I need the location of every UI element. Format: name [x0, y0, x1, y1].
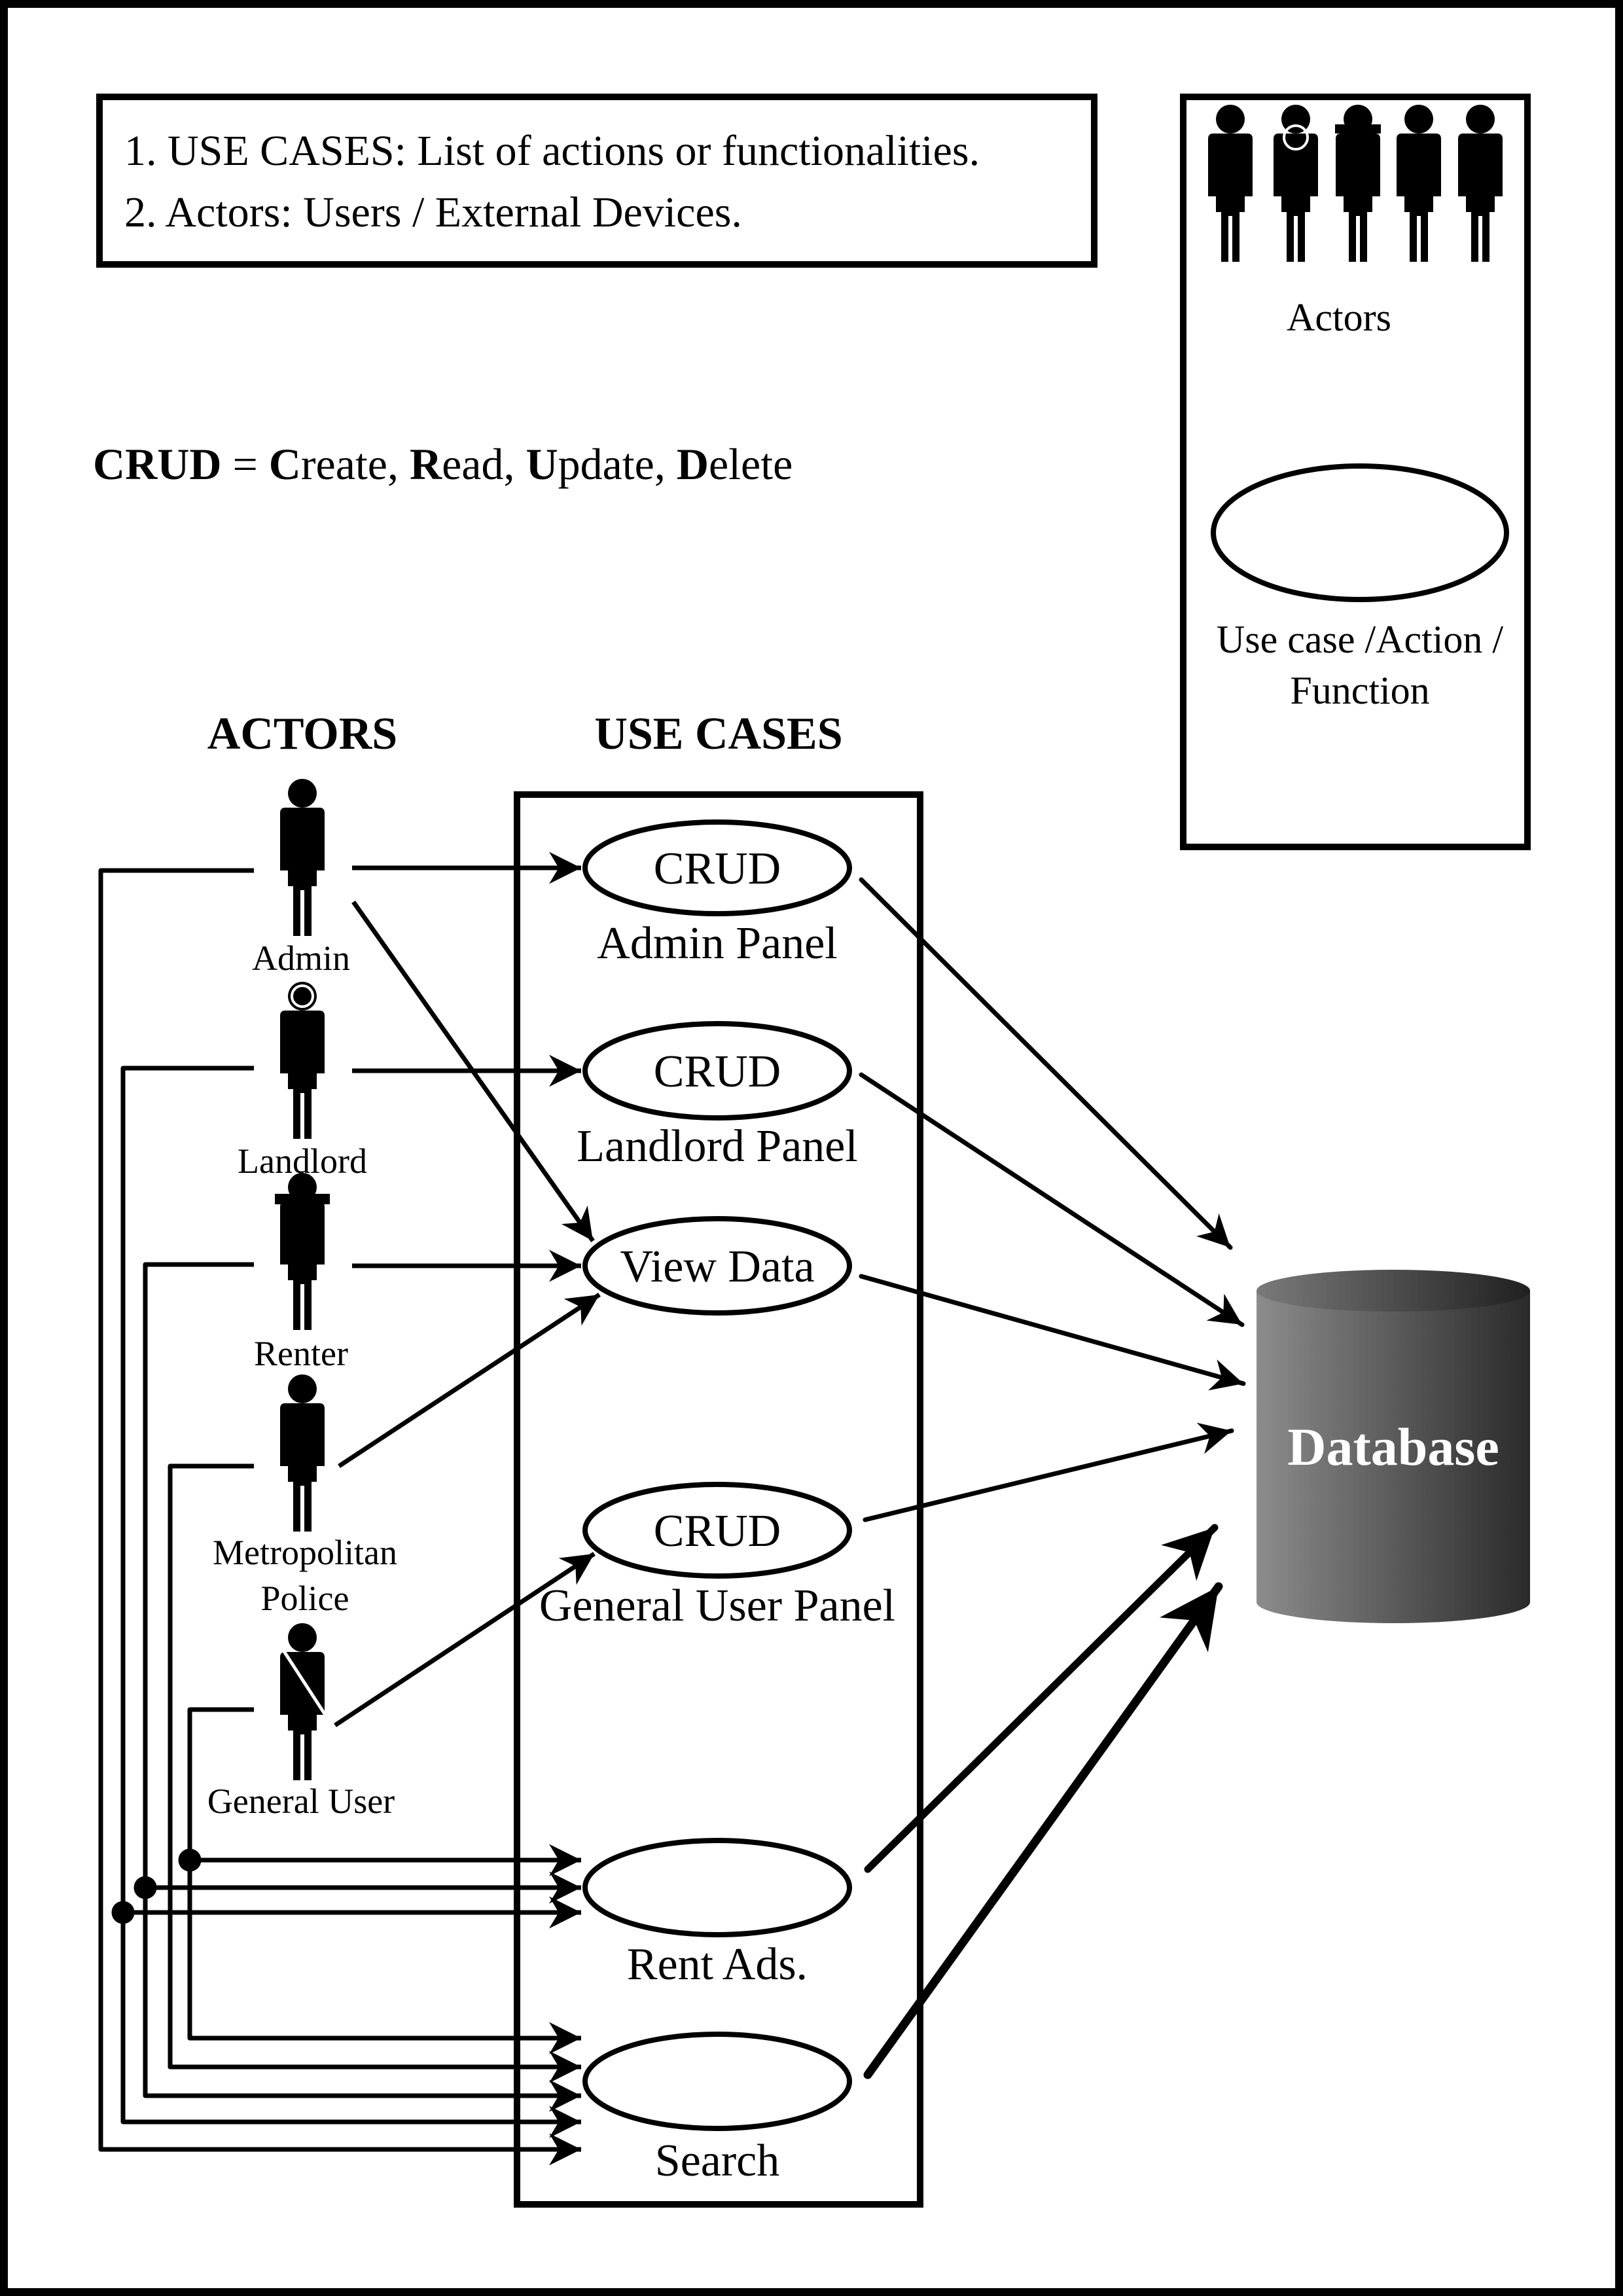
- usecase-view-data-inside: View Data: [620, 1242, 814, 1292]
- assoc-general-user-panel: [334, 1552, 596, 1727]
- legend-usecase-label-1: Use case /Action /: [1217, 618, 1504, 661]
- route-police-search: [168, 1463, 581, 2083]
- database-label: Database: [1287, 1417, 1499, 1477]
- use-cases-heading: USE CASES: [594, 709, 842, 759]
- legend-usecase-ellipse: [1211, 463, 1509, 602]
- actor-police-label-1: Metropolitan: [213, 1533, 397, 1572]
- legend-actors-label: Actors: [1287, 296, 1391, 339]
- usecase-general-user-panel-inside: CRUD: [654, 1506, 781, 1556]
- actors-heading: ACTORS: [207, 709, 397, 759]
- note-line-2: 2. Actors: Users / External Devices.: [124, 188, 742, 236]
- actor-admin-label: Admin: [252, 939, 350, 978]
- route-renter-search: [143, 1262, 581, 2112]
- route-admin-search: [98, 868, 581, 2166]
- flow-admin-panel-db: [859, 877, 1233, 1250]
- legend-box: Actors Use case /Action / Function: [1180, 94, 1531, 850]
- database-associations: [859, 877, 1246, 2079]
- usecase-landlord-panel-inside: CRUD: [654, 1047, 781, 1097]
- actor-renter: Renter: [254, 1173, 348, 1373]
- usecase-rent-ads: Rent Ads.: [582, 1838, 852, 1990]
- legend-actor-icons: [1208, 105, 1503, 262]
- usecase-general-user-panel: CRUD General User Panel: [539, 1482, 895, 1631]
- usecase-general-user-panel-label: General User Panel: [539, 1581, 895, 1631]
- usecase-admin-panel-inside: CRUD: [654, 844, 781, 894]
- usecase-admin-panel-label: Admin Panel: [597, 918, 837, 969]
- usecase-view-data: View Data: [582, 1216, 852, 1316]
- database-cylinder: Database: [1257, 1270, 1530, 1623]
- actor-renter-label: Renter: [254, 1334, 348, 1373]
- actor-admin: Admin: [252, 779, 350, 978]
- route-general-user-search: [187, 1707, 581, 2054]
- flow-view-data-db: [859, 1274, 1246, 1391]
- usecase-landlord-panel: CRUD Landlord Panel: [577, 1021, 858, 1172]
- flow-rent-ads-db: [864, 1524, 1219, 1873]
- usecase-rent-ads-label: Rent Ads.: [627, 1939, 808, 1990]
- actor-metropolitan-police: Metropolitan Police: [213, 1374, 397, 1618]
- admin-icon: [280, 779, 325, 936]
- actor-associations: [98, 852, 601, 2166]
- usecase-admin-panel: CRUD Admin Panel: [582, 819, 852, 969]
- flow-general-user-panel-db: [863, 1422, 1234, 1522]
- actor-general-user: General User: [207, 1623, 395, 1821]
- actor-police-label-2: Police: [261, 1579, 349, 1618]
- police-icon: [280, 1374, 325, 1532]
- notes-box: 1. USE CASES: List of actions or functio…: [96, 94, 1097, 268]
- system-boundary: [514, 791, 923, 2208]
- flow-landlord-panel-db: [859, 1072, 1245, 1327]
- crud-definition: CRUD = Create, Read, Update, Delete: [93, 439, 793, 489]
- usecase-search: Search: [582, 2032, 852, 2186]
- legend-usecase-label-2: Function: [1290, 669, 1429, 712]
- usecase-search-label: Search: [655, 2136, 779, 2186]
- flow-search-db: [863, 1582, 1223, 2079]
- route-landlord-search: [120, 1066, 581, 2138]
- note-line-1: 1. USE CASES: List of actions or functio…: [124, 127, 980, 175]
- actor-landlord: Landlord: [238, 982, 367, 1181]
- usecase-landlord-panel-label: Landlord Panel: [577, 1121, 858, 1172]
- actor-general-user-label: General User: [207, 1782, 395, 1821]
- assoc-police-view-data: [338, 1293, 601, 1468]
